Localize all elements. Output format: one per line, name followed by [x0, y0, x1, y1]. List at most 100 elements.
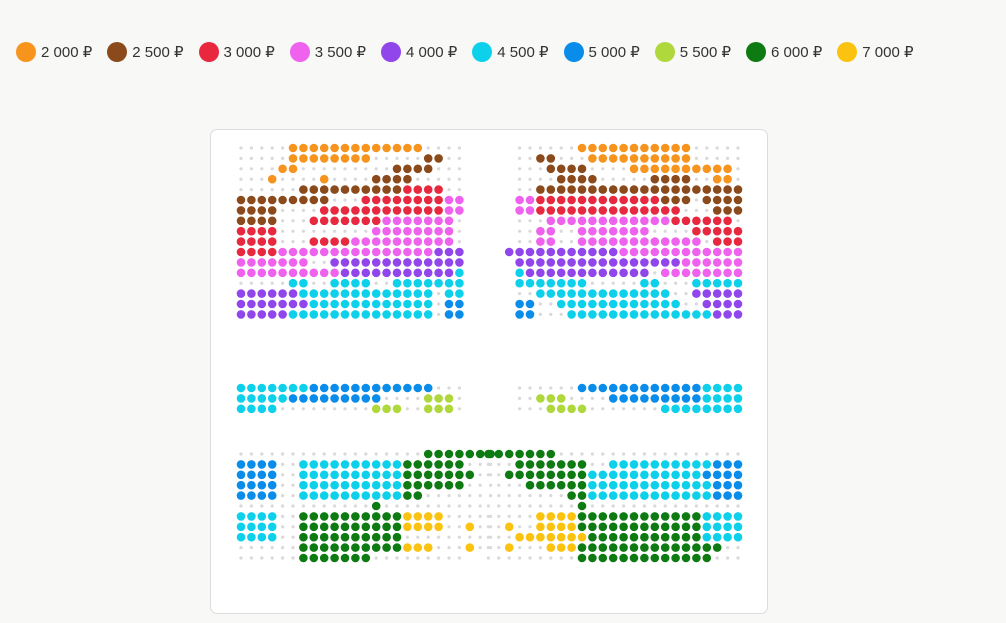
seat[interactable] [351, 383, 360, 393]
seat[interactable] [247, 206, 256, 215]
seat[interactable] [247, 383, 256, 393]
seat[interactable] [733, 522, 743, 532]
seat[interactable] [423, 226, 433, 236]
seat[interactable] [577, 310, 587, 319]
seat[interactable] [577, 553, 587, 563]
seat[interactable] [702, 532, 712, 542]
seat[interactable] [319, 310, 329, 319]
seat[interactable] [608, 216, 618, 226]
seat[interactable] [361, 195, 371, 205]
seat[interactable] [340, 310, 350, 319]
seat[interactable] [546, 532, 556, 542]
seat[interactable] [299, 278, 308, 288]
seat[interactable] [640, 470, 649, 480]
seat[interactable] [567, 543, 576, 552]
seat[interactable] [577, 226, 587, 236]
seat[interactable] [712, 164, 722, 174]
seat[interactable] [556, 195, 566, 205]
seat[interactable] [382, 310, 391, 319]
seat[interactable] [278, 195, 287, 205]
seat[interactable] [525, 532, 535, 542]
seat[interactable] [392, 164, 402, 174]
seat[interactable] [361, 206, 371, 215]
seat[interactable] [546, 164, 556, 174]
seat[interactable] [278, 164, 287, 174]
seat[interactable] [692, 470, 701, 480]
seat[interactable] [403, 310, 412, 319]
seat[interactable] [660, 512, 670, 521]
seat[interactable] [515, 310, 524, 319]
seat[interactable] [671, 512, 680, 521]
seat[interactable] [640, 480, 649, 490]
seat[interactable] [671, 522, 680, 532]
seat[interactable] [434, 522, 443, 532]
seat[interactable] [577, 237, 587, 246]
seat[interactable] [671, 310, 680, 319]
seat[interactable] [319, 394, 329, 403]
seat[interactable] [371, 501, 381, 511]
seat[interactable] [619, 553, 628, 563]
seat[interactable] [660, 404, 670, 414]
legend-item-5500[interactable]: 5 500 ₽ [654, 42, 731, 62]
seat[interactable] [309, 143, 319, 153]
seat[interactable] [733, 278, 743, 288]
seat[interactable] [361, 460, 371, 469]
seat[interactable] [371, 237, 381, 246]
legend-item-3500[interactable]: 3 500 ₽ [289, 42, 366, 62]
seat[interactable] [671, 164, 680, 174]
seat[interactable] [299, 154, 308, 163]
seat[interactable] [702, 185, 712, 194]
seat[interactable] [309, 470, 319, 480]
seat[interactable] [577, 470, 587, 480]
seat[interactable] [660, 154, 670, 163]
seat[interactable] [423, 449, 433, 459]
seat[interactable] [588, 258, 597, 267]
seat[interactable] [671, 258, 680, 267]
seat[interactable] [619, 299, 628, 309]
seat[interactable] [671, 480, 680, 490]
seat[interactable] [371, 299, 381, 309]
seat[interactable] [681, 383, 691, 393]
seat[interactable] [392, 310, 402, 319]
seat[interactable] [434, 394, 443, 403]
seat[interactable] [413, 460, 423, 469]
seat[interactable] [319, 185, 329, 194]
seat[interactable] [556, 532, 566, 542]
seat[interactable] [403, 299, 412, 309]
seat[interactable] [403, 383, 412, 393]
seat[interactable] [588, 143, 597, 153]
legend-item-4000[interactable]: 4 000 ₽ [381, 42, 457, 62]
seat[interactable] [257, 480, 267, 490]
seat[interactable] [681, 247, 691, 257]
seat[interactable] [278, 268, 287, 278]
seat[interactable] [403, 480, 412, 490]
seat[interactable] [556, 278, 566, 288]
seat[interactable] [444, 289, 454, 298]
seat[interactable] [671, 206, 680, 215]
seat[interactable] [382, 216, 391, 226]
seat[interactable] [650, 206, 660, 215]
seat[interactable] [692, 310, 701, 319]
seat[interactable] [278, 383, 287, 393]
seat[interactable] [247, 195, 256, 205]
seat[interactable] [330, 532, 339, 542]
seat[interactable] [733, 258, 743, 267]
seat[interactable] [371, 512, 381, 521]
seat[interactable] [660, 185, 670, 194]
seat[interactable] [403, 491, 412, 500]
seat[interactable] [629, 258, 639, 267]
seat[interactable] [403, 206, 412, 215]
seat[interactable] [681, 480, 691, 490]
seat[interactable] [629, 143, 639, 153]
seat[interactable] [536, 268, 545, 278]
seat[interactable] [413, 247, 423, 257]
seat[interactable] [267, 237, 277, 246]
seat[interactable] [556, 480, 566, 490]
seat[interactable] [392, 404, 402, 414]
seat[interactable] [299, 268, 308, 278]
seat[interactable] [640, 268, 649, 278]
seat[interactable] [423, 383, 433, 393]
seat[interactable] [361, 299, 371, 309]
seat[interactable] [330, 543, 339, 552]
seat[interactable] [567, 247, 576, 257]
